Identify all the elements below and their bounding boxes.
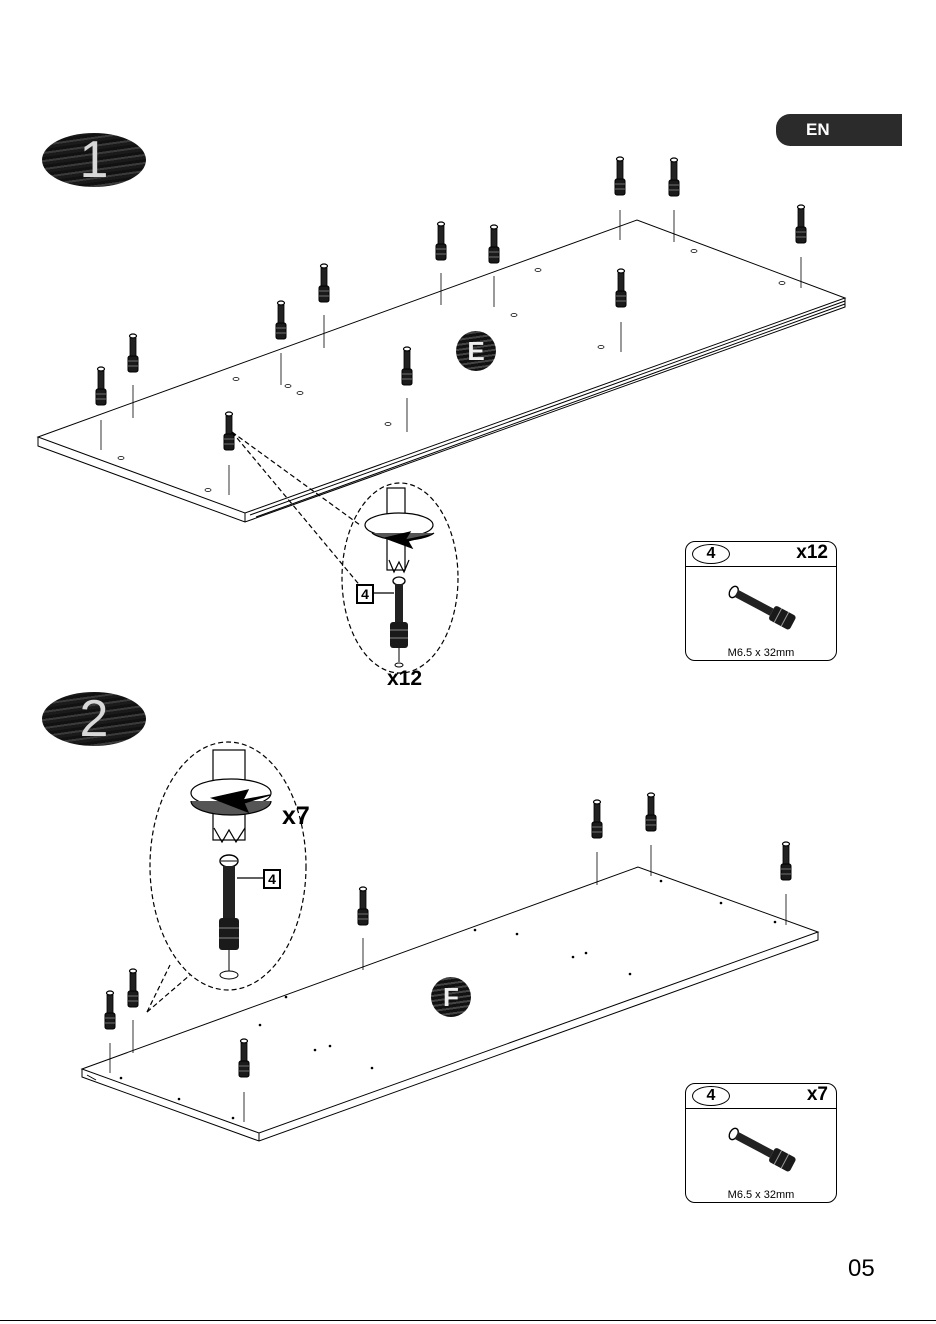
card-divider [686,566,836,567]
hardware-part-number: 4 [692,544,730,564]
hardware-quantity: x12 [796,542,828,564]
step2-zoom-quantity: x7 [282,802,310,831]
cam-bolt-icon [722,582,802,632]
hardware-spec: M6.5 x 32mm [686,1189,836,1201]
language-tab: EN [776,114,902,146]
page-number: 05 [848,1255,875,1283]
step2-part-reference: 4 [263,869,281,889]
step-number-badge: 1 [42,133,146,187]
step1-zoom-quantity: x12 [387,667,422,691]
step-number-badge: 2 [42,692,146,746]
step2-hardware-card: 4 x7 M6.5 x 32mm [685,1083,837,1203]
hardware-part-number: 4 [692,1086,730,1106]
footer-rule [0,1320,936,1321]
hardware-spec: M6.5 x 32mm [686,647,836,659]
panel-label-f: F [431,977,471,1017]
hardware-quantity: x7 [807,1084,828,1106]
card-divider [686,1108,836,1109]
step1-zoom-bolt [372,577,408,667]
step1-hardware-card: 4 x12 M6.5 x 32mm [685,541,837,661]
panel-e-outline [38,220,845,522]
cam-bolt-icon [722,1124,802,1174]
step2-zoom-bolt [219,855,263,979]
panel-label-e: E [456,331,496,371]
step1-part-reference: 4 [356,584,374,604]
